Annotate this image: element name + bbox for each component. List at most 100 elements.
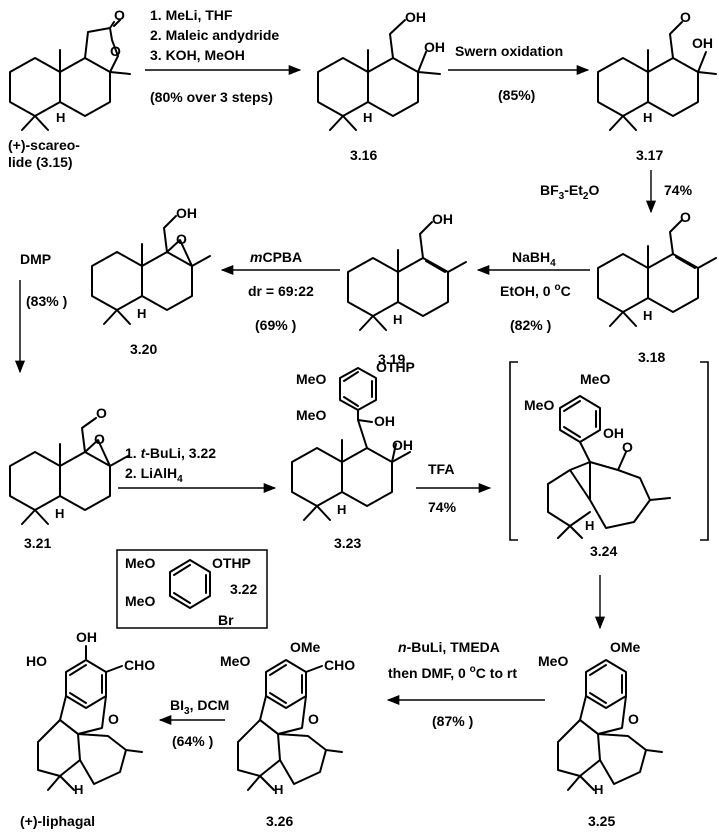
- yield-text: (64% ): [172, 733, 213, 749]
- svg-text:EtOH, 0 oC: EtOH, 0 oC: [500, 282, 571, 299]
- reagent-text: m: [250, 249, 262, 265]
- reagent-text: , DCM: [190, 697, 230, 713]
- compound-label: 3.25: [588, 813, 615, 829]
- atom-ho: HO: [26, 653, 47, 669]
- reagent-text: -BuLi, 3.22: [145, 445, 216, 461]
- atom-oh: OH: [374, 413, 395, 429]
- reaction-step-9: n-BuLi, TMEDA then DMF, 0 oC to rt (87% …: [386, 639, 545, 729]
- superscript: o: [554, 282, 560, 293]
- yield-text: (82% ): [510, 317, 551, 333]
- structure-3-15: O O H (+)-scareo- lide (3.15): [8, 7, 131, 170]
- atom-h: H: [393, 312, 402, 327]
- atom-oh: OH: [692, 35, 713, 51]
- atom-cho: CHO: [324, 657, 355, 673]
- yield-text: 74%: [428, 499, 457, 515]
- atom-h: H: [56, 110, 65, 125]
- reagent-text: Swern oxidation: [455, 43, 563, 59]
- atom-meo: MeO: [296, 407, 326, 423]
- reaction-step-2: Swern oxidation (85%): [448, 43, 590, 103]
- reaction-step-8: TFA 74%: [416, 461, 492, 515]
- reagent-text: O: [588, 182, 599, 198]
- atom-h: H: [594, 782, 603, 797]
- reagent-text: BI: [170, 697, 184, 713]
- structure-3-21: O O H 3.21: [9, 405, 129, 551]
- reaction-step-3: BF3-Et2O 74%: [540, 170, 693, 214]
- atom-oh: OH: [76, 629, 97, 645]
- reagent-text: C to rt: [476, 665, 518, 681]
- atom-meo: MeO: [538, 653, 568, 669]
- atom-meo: MeO: [125, 593, 155, 609]
- atom-h: H: [55, 506, 64, 521]
- reagent-text: then DMF, 0: [388, 665, 470, 681]
- atom-ome: OMe: [290, 639, 321, 655]
- subscript: 3: [559, 191, 565, 202]
- atom-br: Br: [218, 612, 234, 628]
- atom-h: H: [337, 502, 346, 517]
- svg-text:BI3, DCM: BI3, DCM: [170, 697, 229, 717]
- reaction-step-7: 1. t-BuLi, 3.22 2. LiAlH4: [118, 445, 277, 494]
- subscript: 4: [550, 258, 556, 269]
- reagent-text: NaBH: [512, 249, 550, 265]
- yield-text: (85%): [498, 87, 535, 103]
- subscript: 3: [184, 706, 190, 717]
- atom-o: O: [622, 439, 633, 455]
- compound-label: 3.17: [636, 147, 663, 163]
- atom-othp: OTHP: [376, 359, 415, 375]
- reagent-text: 3. KOH, MeOH: [150, 47, 245, 63]
- structure-3-24: MeO MeO OH O H 3.24: [509, 361, 709, 559]
- atom-o: O: [96, 405, 107, 421]
- atom-o: O: [176, 231, 187, 247]
- atom-h: H: [137, 306, 146, 321]
- atom-cho: CHO: [124, 657, 155, 673]
- atom-oh: OH: [392, 437, 413, 453]
- structure-3-22-box: MeO MeO OTHP Br 3.22: [116, 549, 268, 629]
- atom-o: O: [628, 711, 639, 727]
- reagent-text: DMP: [20, 251, 51, 267]
- dr-text: dr = 69:22: [248, 283, 314, 299]
- atom-h: H: [643, 308, 652, 323]
- structure-3-26: MeO OMe CHO O H 3.26: [220, 639, 355, 829]
- compound-label: 3.18: [638, 349, 665, 365]
- structure-3-23: MeO MeO OTHP OH OH H 3.23: [291, 359, 415, 551]
- reagent-text: 2. LiAlH: [125, 465, 177, 481]
- atom-meo: MeO: [125, 555, 155, 571]
- reaction-step-1: 1. MeLi, THF 2. Maleic andydride 3. KOH,…: [145, 7, 302, 105]
- compound-label: 3.26: [266, 813, 293, 829]
- atom-o: O: [110, 43, 121, 59]
- reaction-step-6: DMP (83% ): [14, 251, 67, 374]
- structure-3-25: MeO OMe O H 3.25: [538, 639, 663, 829]
- atom-meo: MeO: [524, 397, 554, 413]
- atom-oh: OH: [432, 211, 453, 227]
- atom-ome: OMe: [610, 639, 641, 655]
- atom-othp: OTHP: [212, 555, 251, 571]
- compound-label: 3.22: [230, 581, 257, 597]
- subscript: 2: [583, 191, 589, 202]
- reagent-text: -BuLi, TMEDA: [407, 639, 500, 655]
- compound-label: lide (3.15): [8, 154, 73, 170]
- reagent-text: 2. Maleic andydride: [150, 27, 279, 43]
- atom-o: O: [680, 209, 691, 225]
- atom-h: H: [363, 110, 372, 125]
- atom-h: H: [274, 782, 283, 797]
- atom-o: O: [114, 7, 125, 23]
- atom-oh: OH: [424, 39, 445, 55]
- structure-3-20: OH O H 3.20: [91, 205, 211, 357]
- reagent-text: BF: [540, 182, 559, 198]
- subscript: 4: [177, 474, 183, 485]
- atom-o: O: [308, 711, 319, 727]
- compound-label: 3.24: [590, 543, 617, 559]
- atom-h: H: [585, 518, 594, 533]
- svg-text:n-BuLi, TMEDA: n-BuLi, TMEDA: [398, 639, 500, 655]
- atom-h: H: [643, 110, 652, 125]
- structure-3-19: OH H 3.19: [347, 211, 467, 367]
- reagent-text: 1.: [125, 445, 141, 461]
- reagent-text: t: [141, 445, 147, 461]
- atom-oh: OH: [405, 9, 426, 25]
- yield-text: (87% ): [432, 713, 473, 729]
- reagent-text: 1. MeLi, THF: [150, 7, 233, 23]
- reagent-text: EtOH, 0: [500, 283, 554, 299]
- compound-label: 3.16: [350, 147, 377, 163]
- compound-label: (+)-liphagal: [20, 813, 95, 829]
- atom-oh: OH: [603, 425, 624, 441]
